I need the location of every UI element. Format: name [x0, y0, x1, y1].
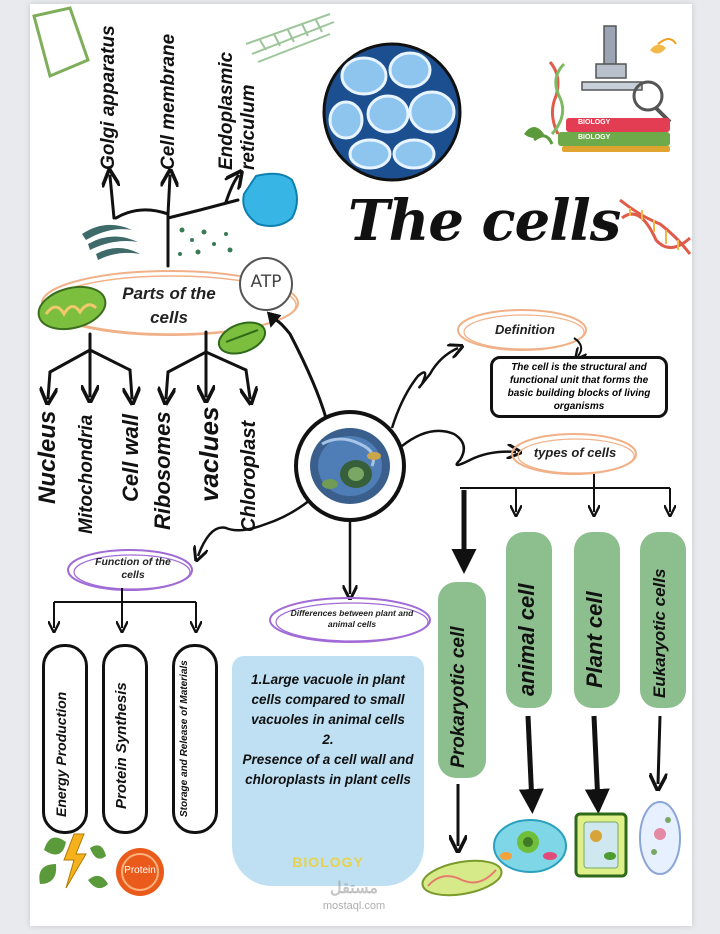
differences-box: 1.Large vacuole in plant cells compared … — [232, 656, 424, 886]
definition-text: The cell is the structural and functiona… — [507, 362, 651, 412]
mind-map-sheet: The cells Golgi apparatus Cell membrane … — [30, 4, 692, 926]
label-chloroplast: Chloroplast — [238, 420, 260, 532]
connector-lines — [32, 6, 692, 897]
function-energy-production: Energy Production — [42, 644, 88, 834]
page-title: The cells — [348, 188, 621, 254]
type-plant-cell: Plant cell — [574, 532, 620, 708]
definition-label: Definition — [495, 322, 555, 337]
difference-point-2: Presence of a cell wall and chloroplasts… — [242, 752, 414, 787]
definition-box: The cell is the structural and functiona… — [490, 356, 668, 418]
book-label-1: BIOLOGY — [578, 119, 611, 126]
label-vacuoles: vaclues — [194, 406, 224, 502]
biology-logo: BIOLOGY — [292, 854, 364, 870]
protein-label: Protein — [124, 865, 156, 876]
label-cell-membrane: Cell membrane — [158, 33, 179, 170]
type-prokaryotic-cell: Prokaryotic cell — [438, 582, 486, 778]
label-ribosomes: Ribosomes — [150, 411, 175, 530]
function-protein-synthesis: Protein Synthesis — [102, 644, 148, 834]
label-golgi-apparatus: Golgi apparatus — [98, 25, 119, 170]
function-storage-release: Storage and Release of Materials — [172, 644, 218, 834]
type-eukaryotic-cells: Eukaryotic cells — [640, 532, 686, 708]
difference-point-1: 1.Large vacuole in plant cells compared … — [251, 672, 405, 727]
differences-text: 1.Large vacuole in plant cells compared … — [238, 670, 418, 790]
atp-label: ATP — [250, 272, 282, 292]
parts-of-cells-label: Parts of the cells — [122, 284, 216, 327]
label-endoplasmic-reticulum: Endoplasmic reticulum — [216, 51, 259, 170]
types-of-cells-label: types of cells — [533, 445, 617, 460]
watermark-arabic: مستقل — [330, 880, 378, 897]
watermark-url: mostaql.com — [322, 900, 386, 912]
difference-point-2-number: 2. — [322, 732, 334, 747]
function-of-cells-label: Function of the cells — [95, 556, 171, 581]
label-cell-wall: Cell wall — [118, 413, 143, 502]
label-mitochondria: Mitochondria — [76, 414, 97, 534]
type-animal-cell: animal cell — [506, 532, 552, 708]
differences-label: Differences between plant and animal cel… — [290, 608, 414, 629]
book-label-2: BIOLOGY — [578, 134, 611, 141]
label-nucleus: Nucleus — [34, 410, 61, 504]
